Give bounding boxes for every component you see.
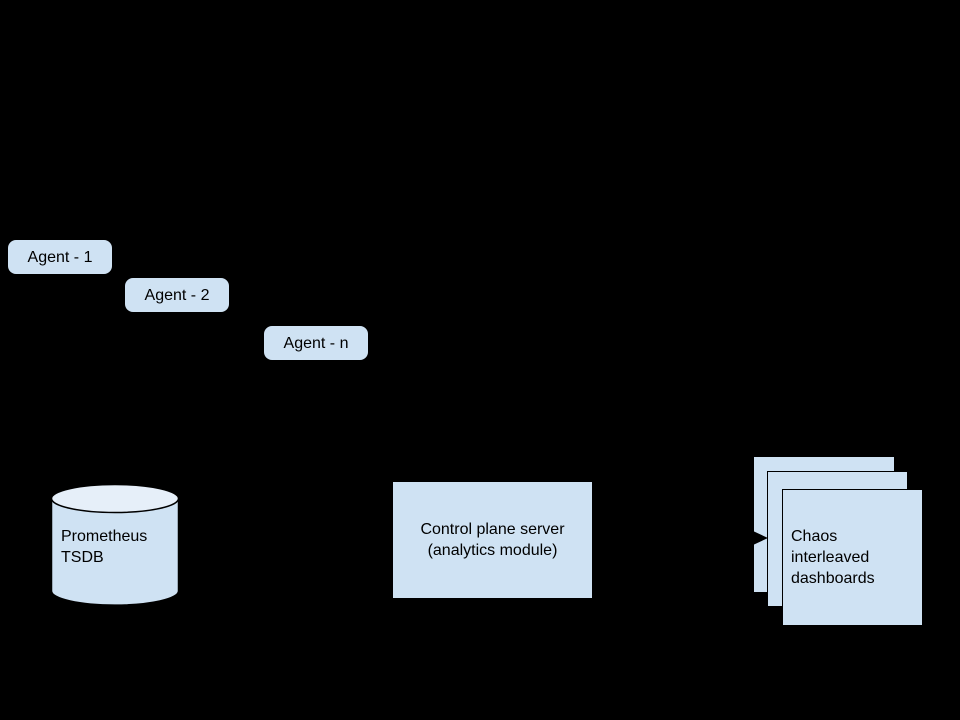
cylinder-shape-icon: [50, 483, 180, 606]
agent-n-node: Agent - n: [264, 326, 368, 360]
agent-n-label: Agent - n: [283, 334, 349, 352]
agent-1-label: Agent - 1: [27, 248, 93, 266]
agent-2-label: Agent - 2: [144, 286, 210, 304]
control-plane-server-label: Control plane server (analytics module): [420, 521, 565, 559]
agent-1-node: Agent - 1: [8, 240, 112, 274]
database-cylinder: [50, 483, 180, 609]
dashboards-label: Chaos interleaved dashboards: [791, 528, 875, 587]
control-plane-server-node: Control plane server (analytics module): [392, 481, 593, 599]
connector-line: [593, 537, 753, 539]
arrowhead-icon: [753, 531, 768, 545]
database-label: Prometheus TSDB: [61, 528, 148, 566]
agent-2-node: Agent - 2: [125, 278, 229, 312]
dashboard-card-front: Chaos interleaved dashboards: [782, 489, 923, 626]
